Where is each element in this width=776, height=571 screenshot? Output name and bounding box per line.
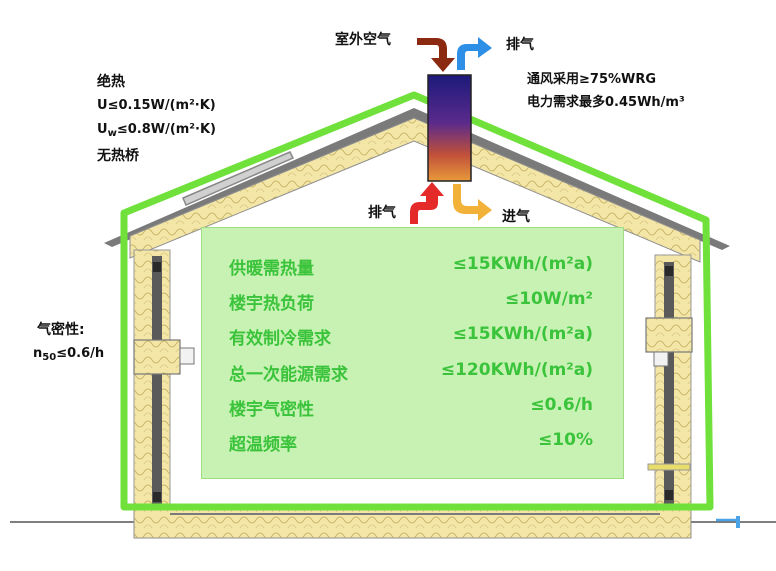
requirement-label: 有效制冷需求 xyxy=(229,329,331,349)
requirement-value: ≤10W/m² xyxy=(504,289,593,309)
uw-subscript: w xyxy=(107,128,117,139)
requirement-value: ≤15KWh/(m²a) xyxy=(452,324,593,344)
no-thermal-bridge-label: 无热桥 xyxy=(97,148,139,164)
right-wall-frame xyxy=(664,262,674,508)
exhaust-label-top: 排气 xyxy=(506,37,534,53)
u-value-line: U≤0.15W/(m²·K) xyxy=(97,96,216,116)
roof-insulation xyxy=(129,117,701,263)
uw-value: ≤0.8W/(m²·K) xyxy=(116,122,216,137)
inside-exhaust-label: 排气 xyxy=(368,205,396,221)
heat-exchanger xyxy=(427,74,472,182)
n-subscript: 50 xyxy=(42,352,57,363)
airtightness-title: 气密性: xyxy=(37,322,85,338)
requirement-row: 总一次能源需求 ≤120KWh/(m²a) xyxy=(202,356,623,386)
uw-symbol: U xyxy=(97,122,108,137)
requirement-row: 超温频率 ≤10% xyxy=(202,426,623,456)
n-symbol: n xyxy=(33,346,43,361)
u-value: ≤0.15W/(m²·K) xyxy=(107,98,216,113)
ventilation-spec-line2: 电力需求最多0.45Wh/m³ xyxy=(527,95,685,110)
requirement-label: 超温频率 xyxy=(229,435,297,455)
requirement-value: ≤120KWh/(m²a) xyxy=(440,360,593,380)
requirement-row: 楼宇热负荷 ≤10W/m² xyxy=(202,285,623,315)
requirement-row: 楼宇气密性 ≤0.6/h xyxy=(202,391,623,421)
requirement-value: ≤10% xyxy=(538,430,593,450)
requirements-panel: 供暖需热量 ≤15KWh/(m²a) 楼宇热负荷 ≤10W/m² 有效制冷需求 … xyxy=(201,227,624,479)
right-window xyxy=(645,317,693,353)
exhaust-arrow-top xyxy=(457,37,492,70)
requirement-label: 楼宇气密性 xyxy=(229,400,314,420)
left-wall-frame xyxy=(152,256,162,506)
u-symbol: U xyxy=(97,98,108,113)
supply-air-arrow xyxy=(453,184,492,221)
airtight-envelope xyxy=(120,91,714,511)
n50-value-line: n50≤0.6/h xyxy=(33,344,104,368)
requirement-value: ≤15KWh/(m²a) xyxy=(452,254,593,274)
requirement-label: 供暖需热量 xyxy=(229,259,314,279)
requirement-label: 楼宇热负荷 xyxy=(229,294,314,314)
left-window xyxy=(133,339,181,375)
outdoor-air-arrow xyxy=(417,38,455,72)
uw-value-line: Uw≤0.8W/(m²·K) xyxy=(97,120,216,144)
requirement-row: 有效制冷需求 ≤15KWh/(m²a) xyxy=(202,320,623,350)
insulation-title: 绝热 xyxy=(97,74,125,90)
outdoor-air-label: 室外空气 xyxy=(335,32,391,48)
ventilation-spec-line1: 通风采用≥75%WRG xyxy=(527,72,657,87)
floor-insulation xyxy=(133,507,692,539)
requirement-value: ≤0.6/h xyxy=(530,395,593,415)
requirement-label: 总一次能源需求 xyxy=(229,365,348,385)
roof-window xyxy=(182,151,295,206)
supply-air-label: 进气 xyxy=(502,209,530,225)
requirement-row: 供暖需热量 ≤15KWh/(m²a) xyxy=(202,250,623,280)
n50-value: ≤0.6/h xyxy=(56,346,105,361)
inside-exhaust-arrow xyxy=(410,182,444,224)
